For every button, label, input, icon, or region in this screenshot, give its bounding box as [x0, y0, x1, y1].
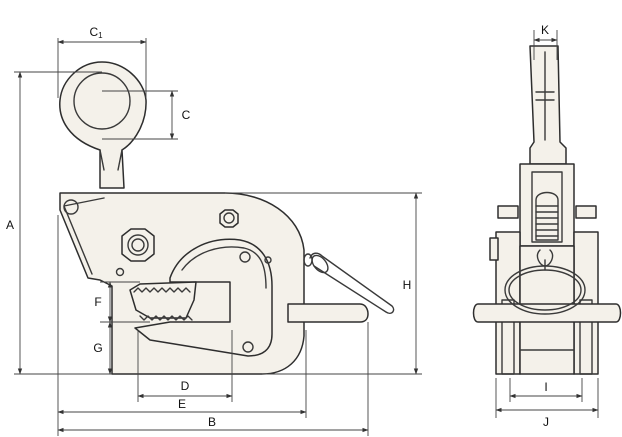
front-lifting-link: [529, 45, 567, 165]
label-d: D: [181, 379, 190, 393]
label-i: I: [544, 380, 547, 394]
label-j: J: [543, 415, 549, 429]
label-f: F: [94, 295, 101, 309]
lock-handle: [287, 252, 395, 323]
label-k: K: [541, 23, 549, 37]
label-g: G: [93, 341, 102, 355]
dimension-lines-front: [495, 30, 599, 418]
label-e: E: [178, 397, 186, 411]
label-c1: C1: [89, 25, 103, 40]
side-view: C1 C A H F G D E B: [6, 25, 422, 436]
nut-large: [121, 228, 155, 262]
front-upper-block: [497, 163, 597, 247]
front-view: K I J: [472, 23, 622, 429]
serrated-cam: [129, 281, 197, 321]
front-handle: [472, 249, 622, 323]
dimension-lines-side: [14, 38, 422, 436]
label-a: A: [6, 218, 14, 232]
nut-small: [219, 209, 239, 228]
lifting-eye: [59, 61, 147, 189]
front-side-plates: [489, 231, 599, 375]
label-c: C: [182, 108, 191, 122]
label-b: B: [208, 415, 216, 429]
label-h: H: [403, 278, 412, 292]
